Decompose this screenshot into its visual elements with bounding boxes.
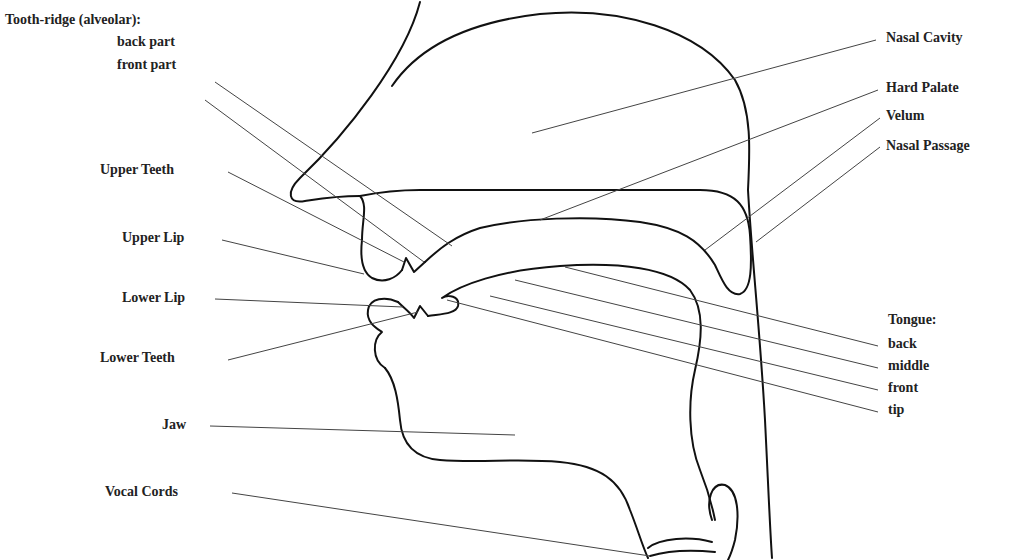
- tongue-outline: [428, 265, 715, 520]
- part-label: middle: [888, 358, 929, 374]
- part-label: Tooth-ridge (alveolar):: [5, 12, 141, 28]
- part-label: front: [888, 380, 918, 396]
- leader-line: [705, 118, 880, 250]
- part-label: Upper Teeth: [100, 162, 174, 178]
- leader-line: [232, 493, 650, 556]
- leader-line: [532, 40, 876, 133]
- part-label: back: [888, 336, 917, 352]
- nose-profile: [291, 2, 420, 201]
- part-label: front part: [117, 57, 176, 73]
- leader-line: [228, 312, 418, 360]
- leader-line: [210, 426, 515, 435]
- part-label: Upper Lip: [122, 230, 184, 246]
- leader-line: [228, 172, 404, 262]
- nasal-cavity-outline: [392, 12, 772, 558]
- vocal-cords-symbol: [648, 539, 715, 556]
- part-label: Lower Teeth: [100, 350, 175, 366]
- leader-line: [205, 100, 424, 262]
- leader-line: [565, 267, 878, 346]
- part-label: Nasal Passage: [886, 138, 970, 154]
- part-label: Jaw: [162, 417, 186, 433]
- leader-line: [215, 299, 403, 307]
- jaw-outline: [385, 368, 648, 558]
- leader-line: [540, 90, 878, 220]
- part-label: Vocal Cords: [105, 484, 178, 500]
- hard-palate-and-velum: [360, 190, 751, 294]
- leader-line: [447, 300, 878, 412]
- part-label: Lower Lip: [122, 290, 185, 306]
- part-label: Tongue:: [888, 312, 937, 328]
- leader-line: [222, 240, 364, 274]
- part-label: Hard Palate: [886, 80, 959, 96]
- leader-line: [215, 82, 452, 246]
- part-label: Velum: [886, 108, 924, 124]
- lower-lip: [368, 299, 398, 368]
- leader-line: [756, 147, 880, 242]
- part-label: back part: [117, 34, 175, 50]
- leader-line: [490, 296, 878, 390]
- leader-line: [515, 280, 878, 368]
- part-label: tip: [888, 402, 904, 418]
- epiglottis: [709, 485, 737, 560]
- part-label: Nasal Cavity: [886, 30, 963, 46]
- upper-lip: [360, 196, 402, 280]
